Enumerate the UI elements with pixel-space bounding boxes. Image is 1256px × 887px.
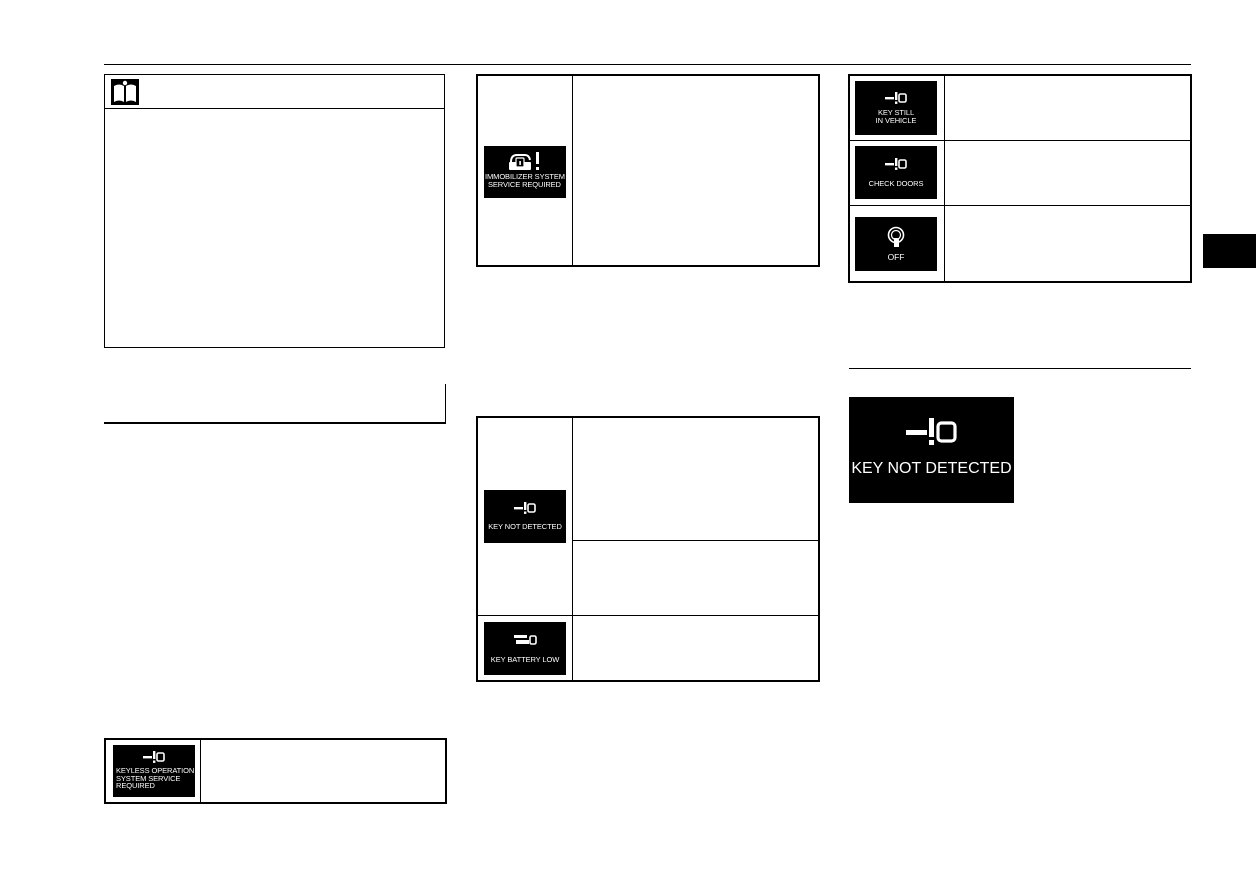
table-icon-cell [850,76,945,281]
off-text: OFF [887,252,905,262]
table-icon-cell [478,418,573,680]
off-tile: OFF [855,217,937,271]
key-battery-low-tile: KEY BATTERY LOW [484,622,566,675]
key-icon [143,751,165,763]
power-button-icon [887,226,905,247]
key-battery-low-text: KEY BATTERY LOW [490,655,560,664]
table-icon-cell [106,740,201,802]
header-rule [104,64,1191,65]
key-icon [905,418,957,445]
table-icon-cell [478,76,573,265]
keyless-service-table: KEYLESS OPERATION SYSTEM SERVICE REQUIRE… [104,738,447,804]
key-not-detected-large-tile: KEY NOT DETECTED [849,397,1014,503]
key-not-detected-tile: KEY NOT DETECTED [484,490,566,543]
row-divider [850,140,1190,141]
section-tab [1203,234,1256,268]
key-still-in-vehicle-tile: KEY STILL IN VEHICLE [855,81,937,135]
key-still-line2: IN VEHICLE [875,116,917,125]
lock-warning-icon [509,152,539,170]
check-doors-tile: CHECK DOORS [855,146,937,199]
section-rule [849,368,1191,369]
note-header [105,75,444,109]
key-icon [885,92,907,104]
immobilizer-tile: IMMOBILIZER SYSTEM SERVICE REQUIRED [484,146,566,198]
key-status-table: KEY NOT DETECTED KEY BATTERY LOW [476,416,820,682]
note-box [104,74,445,348]
immobilizer-line2: SERVICE REQUIRED [488,180,561,189]
check-doors-text: CHECK DOORS [868,179,924,188]
key-icon [514,502,536,514]
keyless-service-tile: KEYLESS OPERATION SYSTEM SERVICE REQUIRE… [113,745,195,797]
key-not-detected-large-text: KEY NOT DETECTED [851,460,1012,477]
immobilizer-table: IMMOBILIZER SYSTEM SERVICE REQUIRED [476,74,820,267]
key-still-line1: KEY STILL [877,108,915,117]
row-divider [478,615,818,616]
caption-box [104,384,446,424]
row-divider [572,540,818,541]
immobilizer-line1: IMMOBILIZER SYSTEM [485,172,565,181]
key-icon [885,158,907,170]
open-book-icon [111,79,139,105]
row-divider [850,205,1190,206]
key-not-detected-text: KEY NOT DETECTED [488,522,562,531]
key-battery-icon [514,635,537,645]
keyless-service-text: KEYLESS OPERATION SYSTEM SERVICE REQUIRE… [116,766,195,790]
key-reminder-table: KEY STILL IN VEHICLE CHECK DOORS OFF [848,74,1192,283]
